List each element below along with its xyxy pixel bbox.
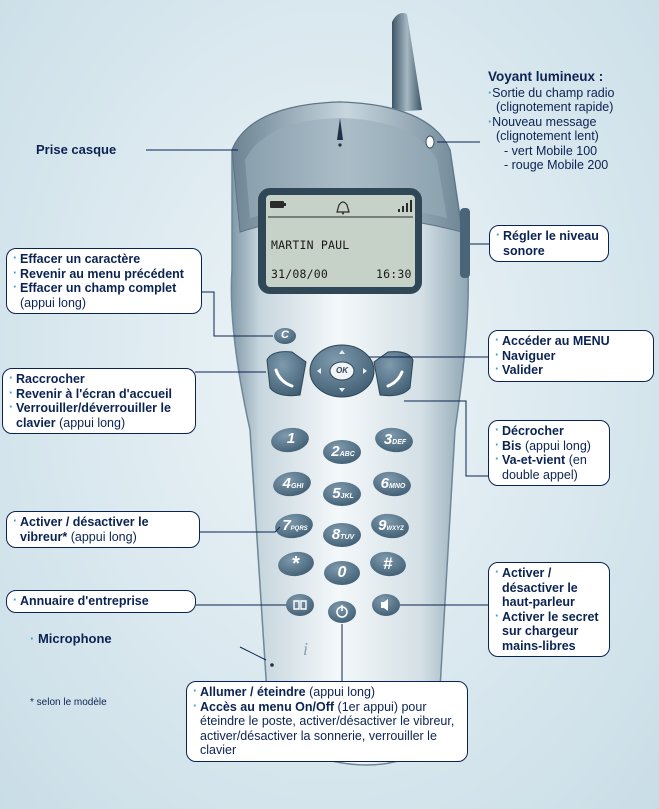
voyant-item1b: (clignotement rapide)	[496, 100, 614, 114]
voyant-sub1: - vert Mobile 100	[504, 143, 598, 158]
key-c-label: C	[281, 329, 289, 341]
key-6[interactable]	[372, 469, 413, 498]
key-2[interactable]	[323, 440, 361, 464]
info-mark: i	[303, 639, 308, 659]
hangup-icon	[274, 368, 294, 388]
offhook-icon	[386, 370, 404, 388]
voyant-sub2: - rouge Mobile 200	[504, 158, 609, 172]
callout-haut-parleur: Activer / désactiver le haut-parleur Act…	[488, 562, 610, 657]
power-key[interactable]	[328, 601, 356, 623]
key-4-label: 4GHI	[282, 475, 304, 492]
voyant-item1: Sortie du champ radio	[492, 85, 615, 100]
bell-icon	[336, 201, 350, 213]
key-hash-label: #	[383, 554, 393, 573]
callout-regler-volume: Régler le niveau sonore	[489, 225, 609, 262]
key-2-label: 2ABC	[331, 443, 355, 460]
key-1-label: 1	[286, 430, 296, 447]
key-4[interactable]	[272, 469, 313, 498]
speaker-icon	[381, 599, 388, 611]
key-3[interactable]	[374, 425, 415, 454]
key-0[interactable]	[324, 561, 360, 585]
key-3-label: 3DEF	[383, 431, 407, 448]
voyant-item2b: (clignotement lent)	[496, 129, 599, 143]
key-star[interactable]	[277, 550, 316, 579]
callout-effacer: Effacer un caractère Revenir au menu pré…	[6, 248, 202, 314]
battery-icon	[270, 201, 284, 208]
callout-allumer: Allumer / éteindre (appui long) Accès au…	[186, 681, 468, 762]
callout-vibreur: Activer / désactiver le vibreur* (appui …	[6, 511, 200, 548]
key-7-label: 7PQRS	[282, 517, 308, 534]
antenna	[392, 13, 422, 112]
screen-date: 31/08/00	[271, 267, 328, 281]
key-5[interactable]	[323, 482, 361, 506]
signal-icon	[398, 200, 412, 212]
key-0-label: 0	[337, 564, 347, 581]
clear-key[interactable]	[274, 328, 296, 344]
voyant-item2: Nouveau message	[492, 114, 597, 129]
offhook-key[interactable]	[373, 351, 414, 397]
earpiece	[337, 118, 343, 140]
voyant-block: Voyant lumineux : ·Sortie du champ radio…	[488, 69, 656, 173]
key-9-label: 9WXYZ	[378, 517, 404, 534]
key-8-label: 8TUV	[331, 526, 355, 543]
key-9[interactable]	[370, 511, 411, 540]
key-star-label: *	[292, 553, 300, 575]
key-ok-label: OK	[336, 366, 348, 375]
key-6-label: 6MNO	[380, 475, 406, 492]
callout-raccrocher: Raccrocher Revenir à l'écran d'accueil V…	[2, 368, 196, 434]
lcd-screen	[266, 195, 415, 287]
key-1[interactable]	[270, 425, 311, 454]
callout-annuaire: Annuaire d'entreprise	[6, 590, 196, 613]
ok-key[interactable]	[329, 361, 355, 381]
label-microphone: · Microphone	[30, 631, 112, 646]
led-indicator	[425, 135, 435, 149]
footnote: * selon le modèle	[30, 697, 107, 708]
voyant-title: Voyant lumineux :	[488, 69, 604, 84]
key-hash[interactable]	[369, 550, 408, 579]
book-icon	[293, 600, 307, 610]
hangup-key[interactable]	[266, 351, 307, 397]
key-5-label: 5JKL	[332, 485, 354, 502]
keypad	[270, 425, 415, 623]
key-7[interactable]	[274, 511, 315, 540]
screen-name: MARTIN PAUL	[271, 238, 350, 252]
directory-key[interactable]	[286, 594, 314, 616]
leader-lines	[146, 141, 489, 681]
screen-time: 16:30	[376, 267, 412, 281]
nav-arrows-icon	[317, 350, 367, 392]
label-prise-casque: Prise casque	[36, 142, 117, 157]
callout-menu: Accéder au MENU Naviguer Valider	[488, 330, 654, 382]
callout-decrocher: Décrocher Bis (appui long) Va-et-vient (…	[488, 420, 610, 486]
volume-keys[interactable]	[460, 208, 470, 278]
key-8[interactable]	[323, 523, 361, 547]
microphone-hole	[270, 663, 274, 667]
